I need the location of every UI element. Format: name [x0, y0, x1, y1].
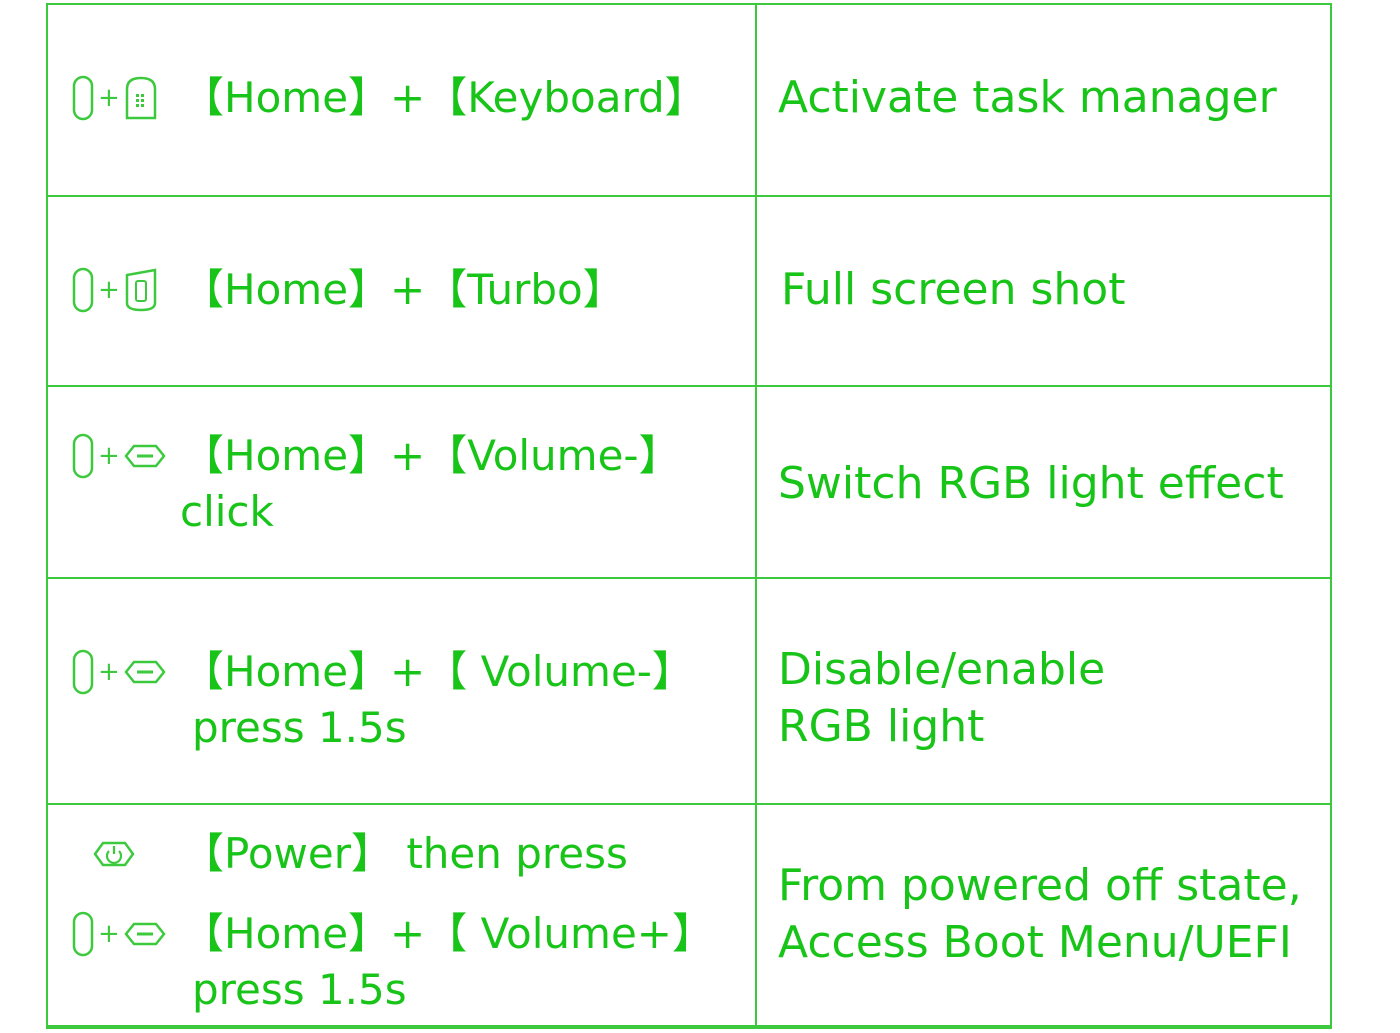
description-line: Access Boot Menu/UEFI: [778, 917, 1292, 969]
description-line: Disable/enable: [778, 644, 1106, 695]
combo-icons: +: [72, 433, 176, 479]
home-button-icon: [72, 649, 94, 695]
table-row: + 【Home】+【Keyboard】 Activate task manage…: [48, 5, 1330, 197]
combo-label: 【Home】+【Volume-】: [182, 431, 681, 480]
combo-icons: +: [72, 649, 176, 695]
power-button-icon: [93, 841, 135, 867]
key-combo: + 【Home】+【Volume-】: [72, 433, 681, 479]
description: Disable/enable RGB light: [778, 641, 1105, 755]
volume-button-icon: [124, 660, 166, 684]
combo-icons: [92, 840, 176, 868]
description: Full screen shot: [781, 261, 1125, 318]
combo-subtext: press 1.5s: [192, 965, 407, 1014]
description: Activate task manager: [778, 69, 1277, 126]
home-button-icon: [72, 267, 94, 313]
description-line: Activate task manager: [778, 72, 1277, 123]
key-combo: + 【Home】+【Turbo】: [72, 267, 625, 313]
combo-icons: +: [72, 267, 176, 313]
home-button-icon: [72, 911, 94, 957]
combo-label: 【Home】+【 Volume+】: [182, 909, 714, 958]
description-line: Full screen shot: [781, 264, 1126, 315]
description-line: Switch RGB light effect: [778, 458, 1284, 509]
key-combo: + 【Home】+【 Volume+】: [72, 911, 714, 957]
combo-label: 【Home】+【Turbo】: [182, 265, 625, 314]
power-label: 【Power】 then press: [182, 829, 628, 878]
column-divider: [755, 5, 757, 1027]
home-button-icon: [72, 75, 94, 121]
shortcut-table: + 【Home】+【Keyboard】 Activate task manage…: [46, 3, 1332, 1029]
combo-icons: +: [72, 911, 176, 957]
plus-icon: +: [98, 657, 120, 687]
volume-button-icon: [124, 922, 166, 946]
turbo-button-icon: [125, 268, 157, 312]
combo-icons: +: [72, 75, 176, 121]
plus-icon: +: [98, 441, 120, 471]
keyboard-button-icon: [125, 76, 157, 120]
home-button-icon: [72, 433, 94, 479]
table-row: + 【Home】+【 Volume-】 press 1.5s Disable/e…: [48, 579, 1330, 805]
power-combo: 【Power】 then press: [92, 833, 628, 875]
description: Switch RGB light effect: [778, 455, 1284, 512]
table-row: + 【Home】+【Turbo】 Full screen shot: [48, 197, 1330, 387]
combo-subtext: press 1.5s: [192, 703, 407, 752]
combo-label: 【Home】+【Keyboard】: [182, 73, 707, 122]
plus-icon: +: [98, 919, 120, 949]
volume-button-icon: [124, 444, 166, 468]
table-row: + 【Home】+【Volume-】 click Switch RGB ligh…: [48, 387, 1330, 579]
plus-icon: +: [98, 83, 120, 113]
combo-label: 【Home】+【 Volume-】: [182, 647, 694, 696]
description-line: From powered off state,: [778, 860, 1302, 911]
key-combo: + 【Home】+【 Volume-】: [72, 649, 694, 695]
plus-icon: +: [98, 275, 120, 305]
description: From powered off state, Access Boot Menu…: [778, 857, 1302, 971]
combo-subtext: click: [180, 487, 274, 536]
description-line: RGB light: [778, 701, 985, 753]
key-combo: + 【Home】+【Keyboard】: [72, 75, 707, 121]
table-row: 【Power】 then press + 【Home】+【 Volume+】 p…: [48, 805, 1330, 1027]
